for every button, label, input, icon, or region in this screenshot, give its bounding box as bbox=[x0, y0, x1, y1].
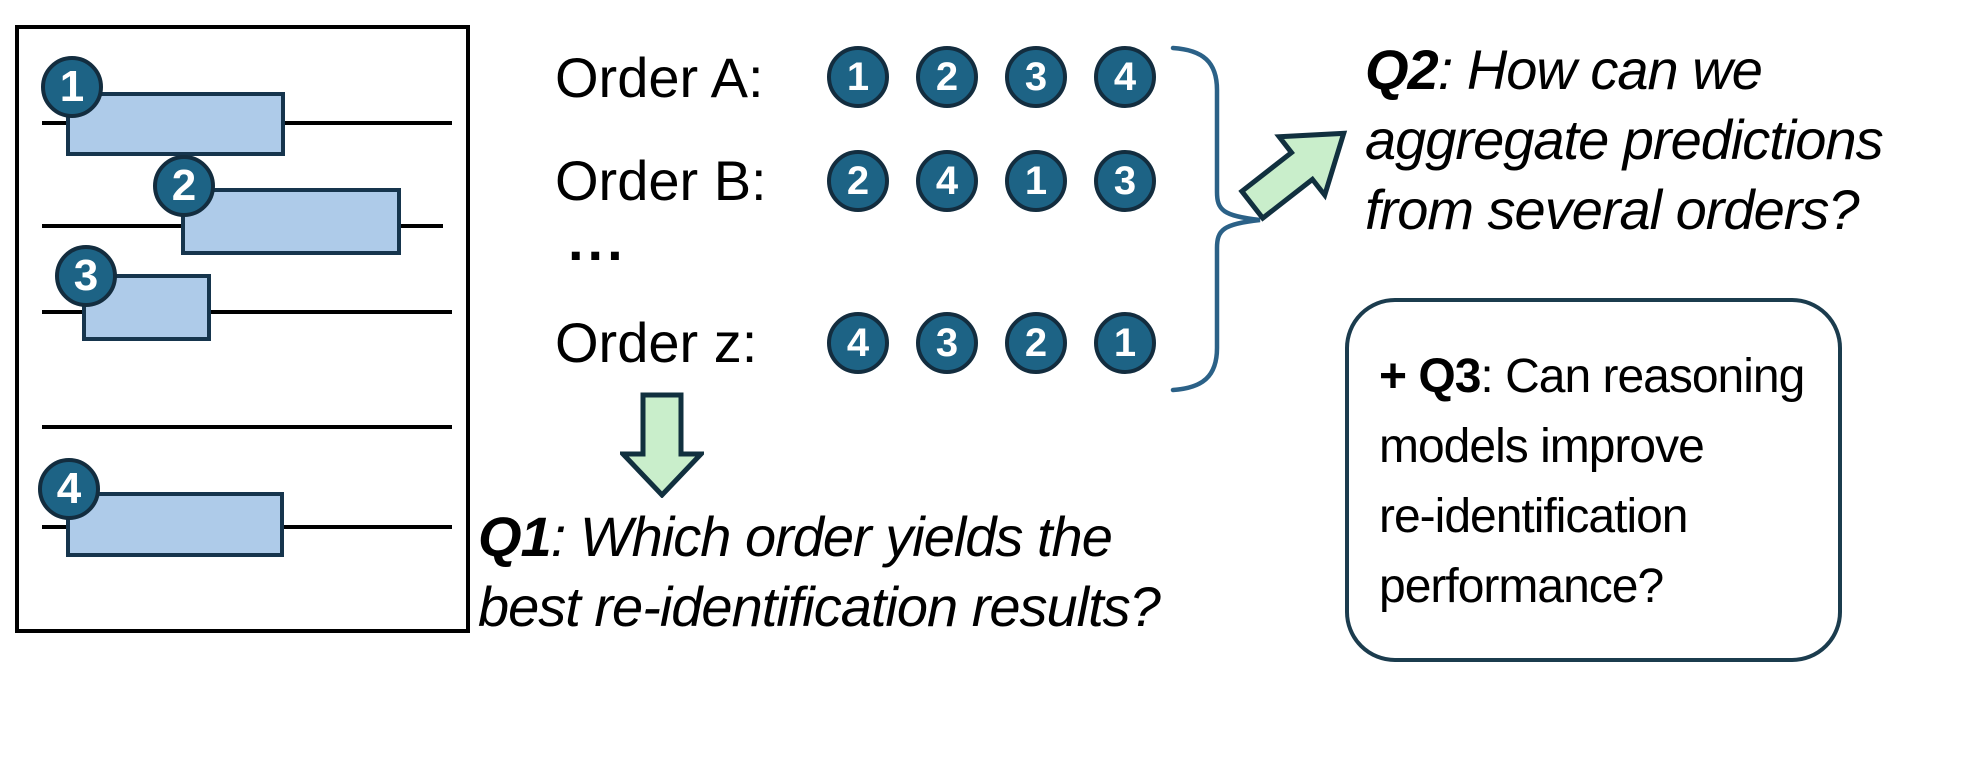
order-circle: 3 bbox=[1094, 150, 1156, 212]
q1-label: Q1 bbox=[478, 505, 552, 568]
question-q3-line2: models improve bbox=[1379, 420, 1705, 473]
question-q3: + Q3: Can reasoning models improve re-id… bbox=[1379, 342, 1805, 622]
q2-rest: : How can we bbox=[1437, 38, 1763, 101]
q3-rest: : Can reasoning bbox=[1480, 350, 1805, 403]
question-q2-line3: from several orders? bbox=[1365, 178, 1860, 241]
question-q2: Q2: How can we aggregate predictions fro… bbox=[1365, 35, 1884, 245]
order-circle: 1 bbox=[827, 46, 889, 108]
question-q2-line1: Q2: How can we bbox=[1365, 35, 1883, 105]
curly-brace-icon bbox=[1170, 45, 1261, 393]
masked-entity-span bbox=[66, 92, 285, 156]
question-q3-line3: re-identification bbox=[1379, 490, 1689, 543]
order-circle: 2 bbox=[827, 150, 889, 212]
order-circle: 2 bbox=[1005, 312, 1067, 374]
q2-label: Q2 bbox=[1365, 38, 1439, 101]
orders-ellipsis: ... bbox=[568, 209, 627, 272]
order-circle: 4 bbox=[827, 312, 889, 374]
order-circle: 1 bbox=[1005, 150, 1067, 212]
entity-marker: 2 bbox=[153, 155, 215, 217]
order-a-label: Order A: bbox=[555, 46, 764, 109]
entity-marker: 1 bbox=[41, 56, 103, 118]
q1-rest: : Which order yields the bbox=[550, 505, 1113, 568]
order-b-label: Order B: bbox=[555, 149, 767, 212]
order-a-sequence: 1 2 3 4 bbox=[827, 46, 1156, 108]
order-b-sequence: 2 4 1 3 bbox=[827, 150, 1156, 212]
question-q1-line2: best re-identification results? bbox=[478, 575, 1161, 638]
question-q3-line4: performance? bbox=[1379, 560, 1664, 613]
text-line bbox=[42, 425, 452, 429]
document-box: 1 2 3 4 bbox=[15, 25, 470, 633]
question-q3-line1: + Q3: Can reasoning bbox=[1379, 342, 1805, 412]
masked-entity-span bbox=[181, 188, 401, 255]
order-z-label: Order z: bbox=[555, 311, 758, 374]
entity-marker: 3 bbox=[55, 245, 117, 307]
order-circle: 1 bbox=[1094, 312, 1156, 374]
masked-entity-span bbox=[66, 492, 284, 557]
order-z-sequence: 4 3 2 1 bbox=[827, 312, 1156, 374]
question-q1-line1: Q1: Which order yields the bbox=[478, 502, 1160, 572]
order-circle: 4 bbox=[916, 150, 978, 212]
order-circle: 4 bbox=[1094, 46, 1156, 108]
question-q2-line2: aggregate predictions bbox=[1365, 108, 1884, 171]
q3-label: + Q3 bbox=[1379, 350, 1481, 403]
question-q1: Q1: Which order yields the best re-ident… bbox=[478, 502, 1161, 642]
arrow-down-icon bbox=[620, 392, 704, 498]
arrow-up-right-icon bbox=[1238, 130, 1348, 222]
text-line bbox=[42, 310, 452, 314]
order-circle: 2 bbox=[916, 46, 978, 108]
entity-marker: 4 bbox=[38, 458, 100, 520]
order-circle: 3 bbox=[916, 312, 978, 374]
order-circle: 3 bbox=[1005, 46, 1067, 108]
question-q3-box: + Q3: Can reasoning models improve re-id… bbox=[1345, 298, 1842, 662]
